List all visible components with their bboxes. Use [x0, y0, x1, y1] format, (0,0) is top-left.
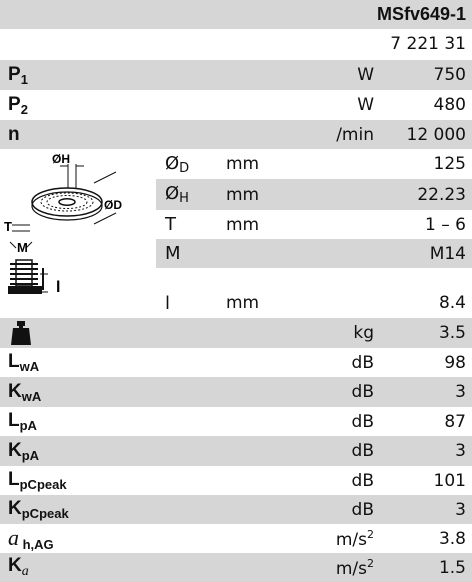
spec-row-kwa: KwA dB 3	[0, 377, 472, 407]
param-label: n	[8, 123, 20, 145]
param-value: 101	[433, 470, 466, 491]
param-value: 3	[455, 441, 466, 461]
param-value: 8.4	[438, 293, 466, 313]
disc-diagram: ØH ØD T	[4, 152, 122, 234]
article-number: 7 221 31	[390, 34, 466, 54]
spec-row-lwa: LwA dB 98	[0, 348, 472, 377]
param-value: 1.5	[438, 557, 466, 578]
param-unit: mm	[226, 214, 260, 235]
spindle-diagram: M l	[8, 240, 60, 296]
param-unit: W	[357, 95, 374, 115]
param-value: 3.8	[438, 528, 466, 549]
weight-icon	[11, 321, 31, 345]
param-unit: dB	[351, 411, 374, 432]
param-value: 125	[433, 154, 466, 174]
param-label: P2	[8, 93, 28, 117]
param-unit: mm	[226, 184, 260, 205]
param-symbol: l	[165, 292, 171, 314]
length-label: l	[56, 279, 60, 296]
param-label: KpCpeak	[8, 498, 69, 521]
spec-row-p1: P1 W 750	[0, 60, 472, 90]
spec-row-vibration: a h,AG m/s2 3.8	[0, 524, 472, 553]
param-value: 480	[433, 95, 466, 115]
bore-label: ØH	[52, 152, 70, 166]
spec-row-speed: n /min 12 000	[0, 120, 472, 149]
model-name: MSfv649-1	[376, 4, 466, 24]
param-symbol: ØH	[165, 183, 189, 206]
param-label: LpCpeak	[8, 469, 67, 492]
spec-row-lpcpeak: LpCpeak dB 101	[0, 466, 472, 495]
param-value: 12 000	[406, 124, 466, 145]
article-row: 7 221 31	[0, 29, 472, 59]
spec-row-kpcpeak: KpCpeak dB 3	[0, 495, 472, 524]
param-label: Ka	[8, 555, 29, 579]
param-label: LwA	[8, 351, 40, 374]
param-unit: dB	[351, 470, 374, 491]
param-unit: dB	[351, 499, 374, 520]
param-unit: kg	[353, 323, 374, 343]
param-unit: dB	[351, 441, 374, 461]
param-symbol: T	[165, 214, 176, 235]
param-value: 1 – 6	[425, 214, 466, 235]
param-label: LpA	[8, 410, 37, 433]
param-value: 87	[444, 411, 466, 432]
param-value: 750	[433, 65, 466, 85]
param-unit: mm	[226, 293, 260, 313]
param-unit: dB	[351, 352, 374, 373]
param-unit: mm	[226, 154, 260, 174]
spec-row-thread: M M14	[156, 239, 472, 268]
param-unit: m/s2	[335, 556, 374, 579]
param-symbol: ØD	[165, 152, 190, 176]
param-label: KpA	[8, 439, 40, 463]
thread-label: M	[17, 240, 28, 255]
param-label: a h,AG	[8, 525, 54, 552]
spec-row-p2: P2 W 480	[0, 90, 472, 120]
spec-row-bore-diameter: ØH mm 22.23	[156, 179, 472, 210]
spec-row-vibration-uncertainty: Ka m/s2 1.5	[0, 553, 472, 582]
param-unit: /min	[336, 124, 374, 145]
spec-row-lpa: LpA dB 87	[0, 407, 472, 436]
spec-row-weight: kg 3.5	[0, 318, 472, 348]
param-value: 22.23	[417, 184, 466, 205]
param-value: 98	[444, 352, 466, 373]
spec-row-spindle-length: l mm 8.4	[0, 288, 472, 318]
param-value: 3	[455, 382, 466, 402]
param-unit: W	[357, 65, 374, 85]
param-symbol: M	[165, 243, 181, 264]
thickness-label: T	[4, 219, 12, 234]
spec-row-kpa: KpA dB 3	[0, 436, 472, 466]
param-label: KwA	[8, 380, 42, 404]
diameter-label: ØD	[104, 198, 122, 212]
param-value: 3.5	[438, 323, 466, 343]
spec-row-disc-diameter: ØD mm 125	[0, 149, 472, 179]
model-row: MSfv649-1	[0, 0, 472, 29]
param-value: M14	[429, 243, 466, 264]
param-unit: m/s2	[335, 527, 374, 550]
param-value: 3	[455, 499, 466, 520]
param-unit: dB	[351, 382, 374, 402]
param-label: P1	[8, 63, 28, 87]
spec-row-thickness: T mm 1 – 6	[0, 210, 472, 239]
